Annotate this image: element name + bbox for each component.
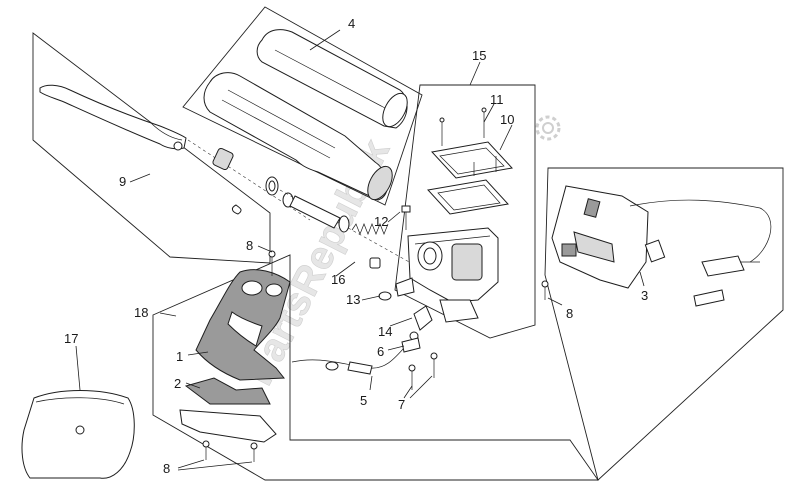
handlebar-switch-3 bbox=[551, 185, 772, 307]
cap-13 bbox=[378, 291, 392, 301]
callout-8-right: 8 bbox=[566, 306, 573, 321]
callout-12: 12 bbox=[374, 214, 388, 229]
callout-17: 17 bbox=[64, 331, 78, 346]
switch-6 bbox=[401, 337, 421, 353]
bracket-screws-8 bbox=[202, 250, 276, 462]
brake-lever bbox=[39, 84, 187, 151]
callout-9: 9 bbox=[119, 174, 126, 189]
bracket-1 bbox=[195, 269, 291, 381]
callout-4: 4 bbox=[348, 16, 355, 31]
callout-8-top: 8 bbox=[246, 238, 253, 253]
callout-16: 16 bbox=[331, 272, 345, 287]
callout-5: 5 bbox=[360, 393, 367, 408]
callout-14: 14 bbox=[378, 324, 392, 339]
callout-7: 7 bbox=[398, 397, 405, 412]
switch-group-outline bbox=[544, 167, 784, 481]
lever-group-outline bbox=[32, 32, 271, 264]
left-grip bbox=[203, 72, 393, 201]
bracket-2 bbox=[179, 377, 277, 443]
reservoir-cover-10 bbox=[431, 141, 513, 179]
callout-3: 3 bbox=[641, 288, 648, 303]
callout-18: 18 bbox=[134, 305, 148, 320]
switch-screw-8 bbox=[541, 280, 549, 300]
callout-10: 10 bbox=[500, 112, 514, 127]
stop-switch-14 bbox=[409, 305, 433, 341]
reservoir-gasket bbox=[427, 179, 509, 215]
callout-13: 13 bbox=[346, 292, 360, 307]
callout-2: 2 bbox=[174, 376, 181, 391]
bracket-group-outline bbox=[152, 254, 599, 481]
cover-17 bbox=[21, 390, 135, 479]
piston-spring-assembly bbox=[279, 189, 421, 269]
screw-12 bbox=[401, 205, 411, 230]
callout-11: 11 bbox=[490, 92, 504, 107]
cable-5 bbox=[291, 339, 413, 375]
callout-8-bottom: 8 bbox=[163, 461, 170, 476]
callout-1: 1 bbox=[176, 349, 183, 364]
master-cylinder bbox=[395, 227, 499, 323]
throttle-grip bbox=[256, 29, 408, 129]
master-cylinder-group-outline bbox=[394, 84, 536, 339]
cover-screws-11 bbox=[439, 107, 497, 176]
lever-pivot-parts bbox=[187, 139, 311, 221]
leader-lines bbox=[75, 29, 645, 471]
callout-6: 6 bbox=[377, 344, 384, 359]
grips-group-outline bbox=[182, 6, 423, 206]
watermark-gear-icon bbox=[535, 115, 561, 141]
callout-15: 15 bbox=[472, 48, 486, 63]
